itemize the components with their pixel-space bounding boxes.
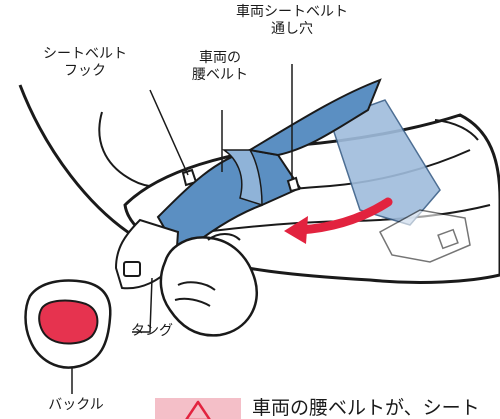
belt-fold-highlight bbox=[221, 149, 263, 207]
label-tongue: タング bbox=[131, 323, 173, 339]
label-buckle: バックル bbox=[48, 397, 104, 413]
leader-belt-hook bbox=[149, 89, 189, 176]
label-lap-belt: 車両の 腰ベルト bbox=[192, 50, 248, 83]
buckle-button bbox=[38, 299, 99, 345]
shoulder-belt-rear bbox=[329, 99, 441, 226]
hand-finger-2 bbox=[174, 297, 211, 307]
direction-arrow-head bbox=[284, 216, 308, 244]
leader-tongue bbox=[132, 277, 153, 333]
direction-arrow bbox=[295, 197, 393, 235]
label-belt-hook: シートベルト フック bbox=[43, 46, 127, 79]
seat-base-back-edge bbox=[18, 84, 141, 242]
belt-latch-outline bbox=[378, 209, 471, 263]
belt-hole-marker bbox=[286, 176, 301, 193]
belt-latch-slot bbox=[437, 228, 459, 250]
hand-finger-1 bbox=[177, 281, 216, 291]
caution-panel bbox=[155, 398, 241, 419]
label-seatbelt-hole: 車両シートベルト 通し穴 bbox=[236, 4, 348, 37]
tongue-slot bbox=[123, 261, 141, 277]
caution-text: 車両の腰ベルトが、シート bbox=[252, 397, 480, 419]
hand-thumb bbox=[207, 233, 241, 241]
strap-to-hole bbox=[247, 78, 382, 157]
seat-rim bbox=[434, 119, 479, 141]
warning-triangle-icon bbox=[185, 400, 211, 419]
